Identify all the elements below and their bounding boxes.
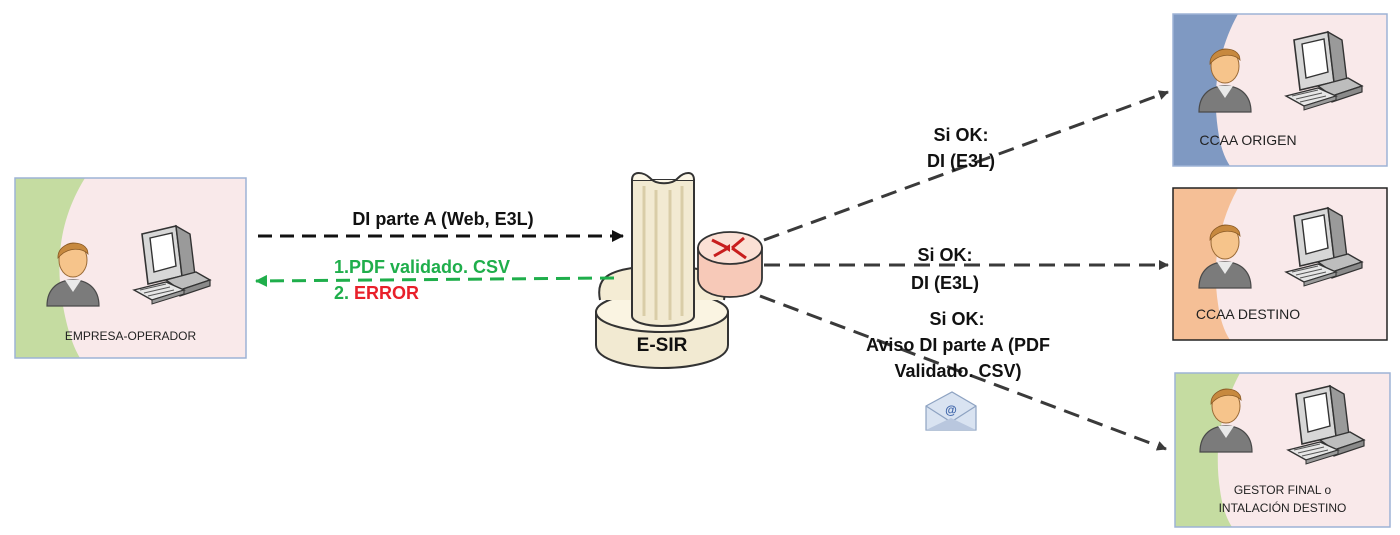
gestor-label-line2: INTALACIÓN DESTINO xyxy=(1218,501,1347,515)
gestor-final-panel xyxy=(1174,372,1391,528)
destino-flow-line1: Si OK: xyxy=(917,245,973,265)
ccaa-destino-panel xyxy=(1172,187,1388,341)
gestor-label-line1: GESTOR FINAL o xyxy=(1233,483,1332,497)
response-arrow xyxy=(255,274,615,287)
gestor-flow-line1: Si OK: xyxy=(929,309,985,329)
origen-flow-line2: DI (E3L) xyxy=(926,151,995,171)
gestor-flow-line2: Aviso DI parte A (PDF xyxy=(865,335,1051,355)
response-line2-prefix: 2. xyxy=(334,283,350,303)
empresa-operador-label: EMPRESA-OPERADOR xyxy=(64,329,197,343)
empresa-operador-panel xyxy=(14,177,247,359)
server-tower-icon xyxy=(595,172,729,370)
gestor-flow-line3: Validado. CSV) xyxy=(894,361,1022,381)
ccaa-origen-label: CCAA ORIGEN xyxy=(1199,132,1297,148)
router-icon xyxy=(697,231,763,298)
server-label: E-SIR xyxy=(636,335,688,356)
arrow-to-gestor xyxy=(759,294,1167,451)
svg-text:@: @ xyxy=(945,403,957,417)
ccaa-origen-panel xyxy=(1172,13,1388,167)
response-line1: 1.PDF validado. CSV xyxy=(334,257,511,277)
origen-flow-line1: Si OK: xyxy=(933,125,989,145)
arrow-to-origen xyxy=(763,90,1169,242)
response-line2: 2. ERROR xyxy=(334,282,419,305)
request-label: DI parte A (Web, E3L) xyxy=(352,209,534,229)
error-label: ERROR xyxy=(354,283,420,303)
destino-flow-line2: DI (E3L) xyxy=(910,273,979,293)
ccaa-destino-label: CCAA DESTINO xyxy=(1195,306,1301,322)
email-icon: @ xyxy=(925,391,977,431)
